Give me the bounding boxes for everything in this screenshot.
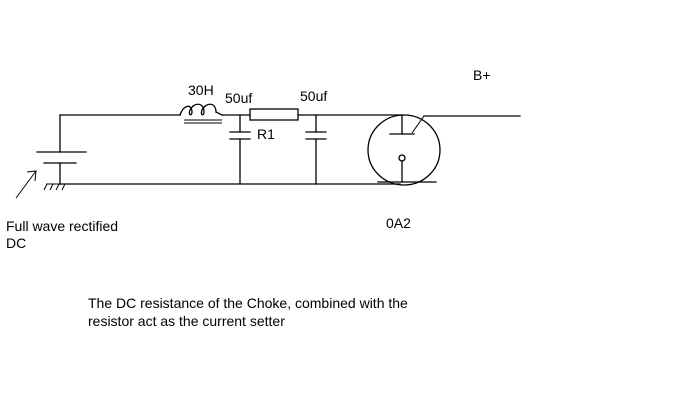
choke-inductor <box>179 103 223 124</box>
capacitor-1 <box>229 114 251 185</box>
bplus-label: B+ <box>473 67 491 83</box>
cap1-label: 50uf <box>225 90 252 106</box>
capacitor-2 <box>305 114 327 185</box>
dc-source-symbol <box>36 114 87 185</box>
note-line2: resistor act as the current setter <box>88 313 285 329</box>
note-line1: The DC resistance of the Choke, combined… <box>88 295 408 311</box>
oa2-tube <box>367 114 441 186</box>
tube-label: 0A2 <box>386 215 411 231</box>
source-arrow <box>15 170 37 199</box>
choke-label: 30H <box>188 82 214 98</box>
resistor-r1 <box>249 108 299 121</box>
cap2-label: 50uf <box>300 88 327 104</box>
resistor-label: R1 <box>257 126 275 142</box>
ground-symbol <box>43 183 66 191</box>
source-label-line1: Full wave rectified <box>6 218 118 234</box>
source-label-line2: DC <box>6 235 26 251</box>
